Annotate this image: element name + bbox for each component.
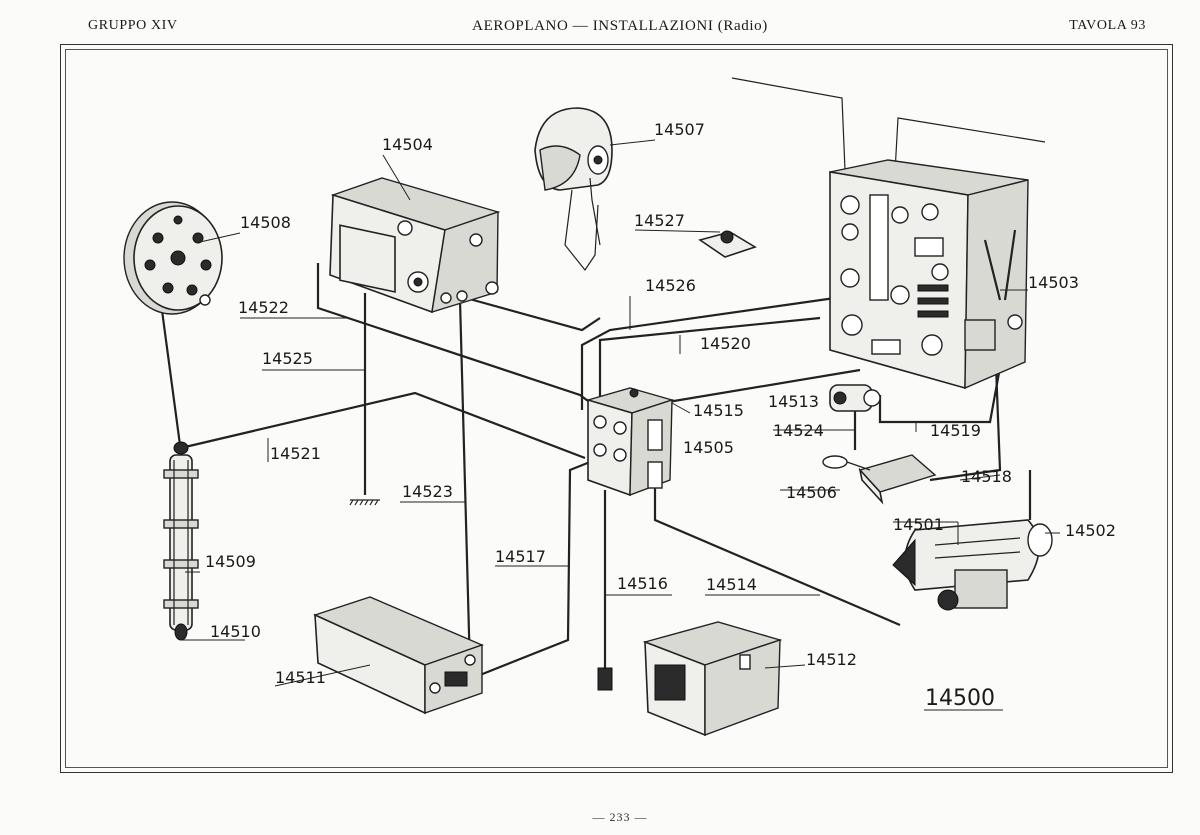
label-14518: 14518: [961, 467, 1012, 486]
morse-key: [822, 454, 937, 505]
page-number: — 233 —: [592, 810, 648, 824]
label-14512: 14512: [806, 650, 857, 669]
label-14517: 14517: [495, 547, 546, 566]
group-heading: GRUPPO XIV: [88, 18, 178, 33]
transmitter-unit: [829, 159, 1029, 390]
label-14526: 14526: [645, 276, 696, 295]
label-14525: 14525: [262, 349, 313, 368]
label-14523: 14523: [402, 482, 453, 501]
flying-helmet: [534, 107, 613, 272]
label-14510: 14510: [210, 622, 261, 641]
label-14502: 14502: [1065, 521, 1116, 540]
plug-connector: [829, 384, 881, 412]
label-14508: 14508: [240, 213, 291, 232]
label-14519: 14519: [930, 421, 981, 440]
receiver-box: [329, 177, 501, 314]
mounting-plate: [698, 230, 757, 258]
plate-number: TAVOLA 93: [1069, 18, 1146, 33]
label-14503: 14503: [1028, 273, 1079, 292]
label-14520: 14520: [700, 334, 751, 353]
label-14515: 14515: [693, 401, 744, 420]
accessory-chest: [642, 621, 783, 737]
label-14513: 14513: [768, 392, 819, 411]
wind-generator: [892, 470, 1053, 611]
junction-box: [585, 387, 675, 497]
label-14505: 14505: [683, 438, 734, 457]
plate-title: AEROPLANO — INSTALLAZIONI (Radio): [472, 18, 768, 34]
antenna-reel: [123, 201, 223, 315]
lead-terminal: [597, 667, 613, 691]
label-14500: 14500: [925, 686, 995, 711]
label-14511: 14511: [275, 668, 326, 687]
label-14521: 14521: [270, 444, 321, 463]
antenna-tube: [163, 441, 199, 641]
plate-frame-inner: [65, 49, 1168, 768]
label-14516: 14516: [617, 574, 668, 593]
plate-frame-outer: [60, 44, 1173, 773]
label-14506: 14506: [786, 483, 837, 502]
label-14514: 14514: [706, 575, 757, 594]
label-14509: 14509: [205, 552, 256, 571]
label-14527: 14527: [634, 211, 685, 230]
label-14524: 14524: [773, 421, 824, 440]
battery-box: [313, 596, 484, 715]
label-14504: 14504: [382, 135, 433, 154]
label-14501: 14501: [893, 515, 944, 534]
label-14522: 14522: [238, 298, 289, 317]
wiring-harness: [153, 77, 1046, 680]
leader-lines: [182, 139, 1060, 711]
label-14507: 14507: [654, 120, 705, 139]
